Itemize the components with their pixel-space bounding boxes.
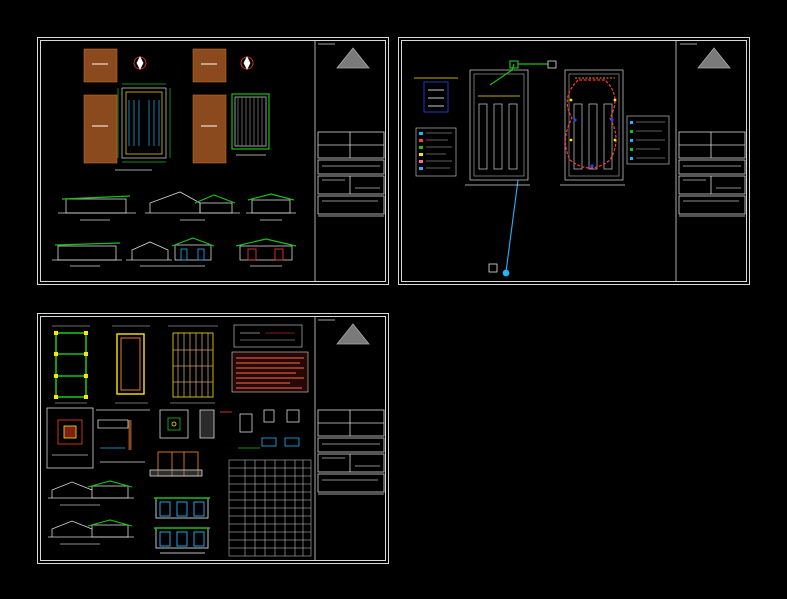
sheet2-drawing-area	[414, 40, 746, 282]
sheet1-elevations-row2	[52, 237, 297, 267]
sheet2-legend-table	[415, 127, 457, 177]
sheet1-roof-plan	[231, 93, 270, 156]
sheet3-frame-elevations	[154, 497, 210, 554]
sheet2-power-plan	[560, 69, 625, 186]
sheet2-title-block	[675, 40, 746, 282]
sheet3-title-block	[314, 316, 385, 561]
sheet-architectural-border	[40, 40, 386, 282]
sheet-architectural[interactable]	[37, 37, 389, 285]
sheet1-drawing-area	[52, 40, 385, 282]
sheet1-north-arrow-icons	[133, 56, 254, 70]
sheet-structural-border	[40, 316, 386, 561]
sheet-structural[interactable]	[37, 313, 389, 564]
sheet1-floor-plan	[115, 83, 171, 171]
sheet2-panel-schedule	[626, 115, 670, 165]
sheet3-footing-details	[149, 409, 300, 477]
sheet-electrical[interactable]	[398, 37, 750, 285]
sheet2-lighting-plan	[465, 60, 557, 277]
sheet3-foundation-plan-1	[52, 325, 90, 404]
sheet1-site-panels	[83, 48, 227, 164]
sheet3-schedule-table	[228, 459, 312, 557]
sheet1-elevations-row1	[58, 191, 296, 221]
sheet3-sections	[48, 480, 134, 545]
sheet3-foundation-plan-2	[112, 325, 150, 404]
sheet3-drawing-area	[46, 316, 385, 561]
sheet3-roof-framing	[168, 325, 218, 404]
sheet-electrical-border	[401, 40, 747, 282]
sheet3-notes	[231, 324, 309, 393]
sheet3-column-detail	[46, 407, 150, 469]
sheet2-panel-symbol	[414, 77, 458, 113]
sheet1-title-block	[314, 40, 385, 282]
